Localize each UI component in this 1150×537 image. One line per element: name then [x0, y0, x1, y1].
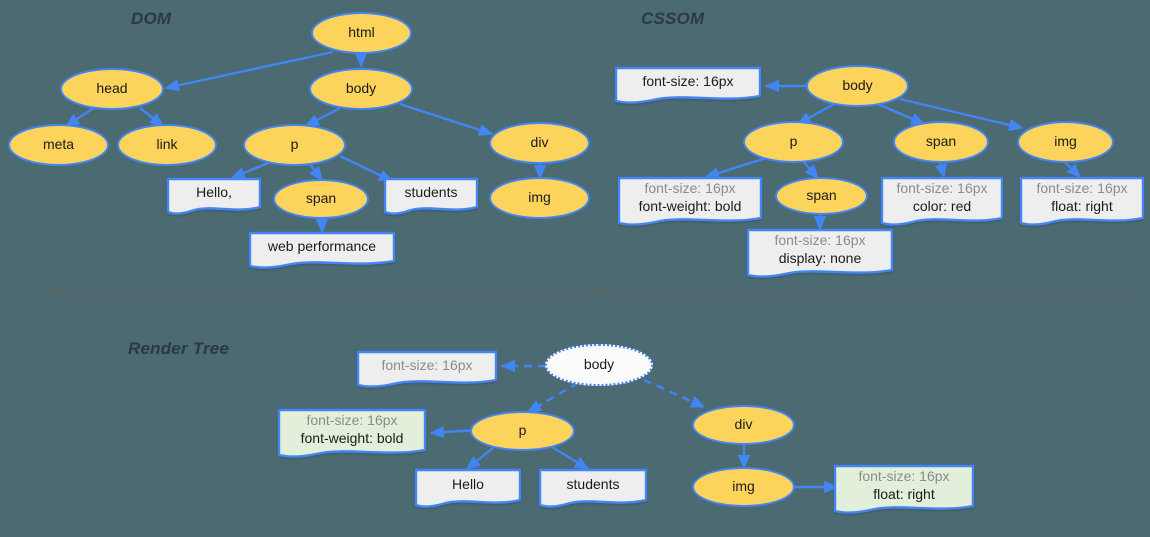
node-label: span — [806, 187, 837, 204]
edge-head-to-meta — [64, 106, 95, 128]
edge-c-p-to-cb-p — [704, 156, 767, 180]
node-render-r-img[interactable]: img — [692, 467, 795, 507]
node-label: html — [348, 24, 375, 41]
box-dom-hello[interactable]: Hello, — [166, 177, 262, 215]
box-render-rb-hello[interactable]: Hello — [414, 468, 522, 508]
edge-html-to-head — [164, 50, 334, 92]
node-label: meta — [42, 136, 75, 153]
node-render-r-div[interactable]: div — [692, 405, 795, 445]
node-render-r-body[interactable]: body — [545, 344, 653, 386]
node-dom-head[interactable]: head — [60, 68, 164, 110]
node-label: img — [1054, 133, 1077, 150]
node-dom-img[interactable]: img — [489, 177, 590, 219]
edge-r-body-to-r-p — [526, 381, 579, 414]
node-label: link — [156, 136, 178, 153]
node-label: span — [925, 133, 957, 150]
node-dom-div[interactable]: div — [489, 122, 590, 164]
edge-body-to-p — [304, 106, 341, 128]
node-dom-body[interactable]: body — [309, 68, 413, 110]
node-label: img — [528, 189, 551, 206]
node-label: p — [789, 133, 798, 150]
node-label: img — [732, 478, 755, 495]
node-dom-link[interactable]: link — [117, 124, 217, 166]
edge-c-img-to-cb-img — [1063, 160, 1082, 179]
node-label: head — [96, 80, 128, 97]
box-render-rb-stud[interactable]: students — [538, 468, 648, 508]
node-label: body — [842, 77, 873, 94]
divider-tick-2 — [1140, 283, 1141, 294]
divider-tick-0 — [48, 283, 49, 294]
node-cssom-c-span2[interactable]: span — [775, 177, 868, 215]
node-dom-html[interactable]: html — [311, 12, 412, 54]
node-dom-meta[interactable]: meta — [8, 124, 109, 166]
node-label: body — [345, 80, 377, 97]
edge-r-body-to-r-div — [643, 378, 706, 409]
node-label: p — [290, 136, 299, 153]
edge-c-p-to-c-span2 — [801, 159, 819, 180]
node-cssom-c-img[interactable]: img — [1017, 121, 1114, 163]
edge-r-p-to-rb-hello — [465, 446, 495, 470]
section-title-render-tree: Render Tree — [128, 339, 230, 358]
box-dom-webperf[interactable]: web performance — [248, 231, 396, 269]
divider-tick-1 — [592, 283, 593, 294]
box-dom-students[interactable]: students — [383, 177, 479, 215]
box-render-rb-body[interactable]: font-size: 16px — [356, 350, 498, 388]
node-dom-p[interactable]: p — [243, 124, 346, 166]
divider-line — [48, 293, 1140, 294]
node-label: body — [583, 356, 615, 373]
edge-body-to-div — [399, 102, 494, 136]
section-title-dom: DOM — [131, 9, 172, 28]
node-label: span — [305, 190, 337, 207]
node-cssom-c-body[interactable]: body — [806, 65, 909, 107]
node-cssom-c-p[interactable]: p — [743, 121, 844, 163]
edge-c-span1-to-cb-span1 — [934, 160, 947, 179]
node-cssom-c-span1[interactable]: span — [893, 121, 989, 163]
node-label: div — [530, 134, 549, 151]
node-render-r-p[interactable]: p — [470, 411, 575, 451]
edge-c-body-to-c-span1 — [877, 102, 926, 126]
node-label: div — [734, 416, 753, 433]
edge-r-p-to-rb-stud — [551, 445, 590, 471]
node-label: p — [518, 422, 527, 439]
box-cssom-cb-body[interactable]: font-size: 16px — [614, 66, 762, 104]
node-dom-span[interactable]: span — [273, 179, 369, 219]
section-title-cssom: CSSOM — [641, 9, 705, 28]
